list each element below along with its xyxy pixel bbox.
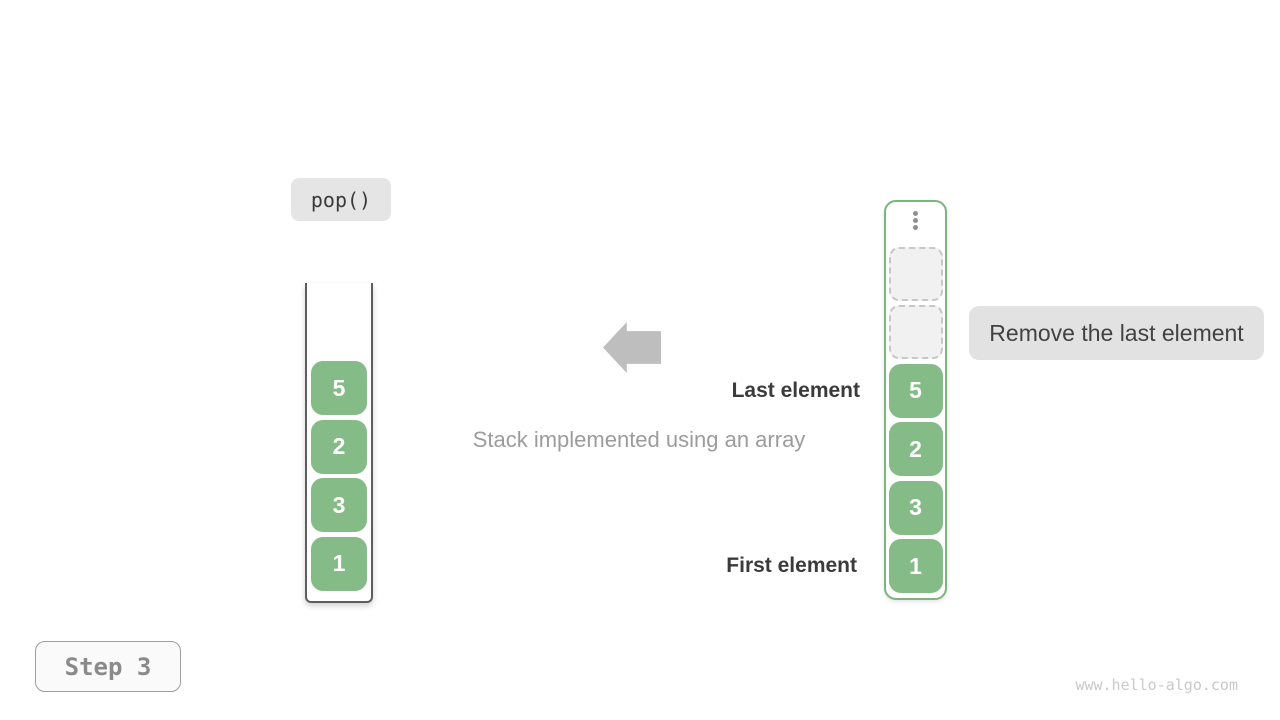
remove-last-element-callout: Remove the last element (969, 306, 1264, 360)
stack-cell: 5 (311, 361, 367, 415)
array-cell: 5 (888, 363, 943, 418)
first-element-label: First element (726, 554, 857, 577)
pop-operation-label: pop() (291, 178, 391, 221)
watermark-url: www.hello-algo.com (1075, 676, 1238, 694)
step-indicator: Step 3 (35, 641, 181, 692)
array-container: 5 2 3 1 (884, 200, 947, 600)
array-cell: 1 (888, 539, 943, 593)
ellipsis-dot (913, 211, 918, 216)
stack-container: 5 2 3 1 (305, 283, 373, 603)
stack-cell: 3 (311, 478, 367, 532)
ellipsis-dot (913, 225, 918, 230)
arrow-left-icon (603, 322, 661, 373)
array-cell: 3 (888, 480, 943, 535)
vertical-ellipsis-icon (913, 211, 918, 230)
stack-cell: 1 (311, 536, 367, 591)
array-cell: 2 (888, 422, 943, 476)
array-empty-slot (888, 305, 943, 359)
last-element-label: Last element (731, 379, 860, 402)
ellipsis-dot (913, 218, 918, 223)
diagram-caption: Stack implemented using an array (472, 427, 806, 452)
stack-cell: 2 (311, 419, 367, 474)
array-empty-slot (888, 246, 943, 301)
